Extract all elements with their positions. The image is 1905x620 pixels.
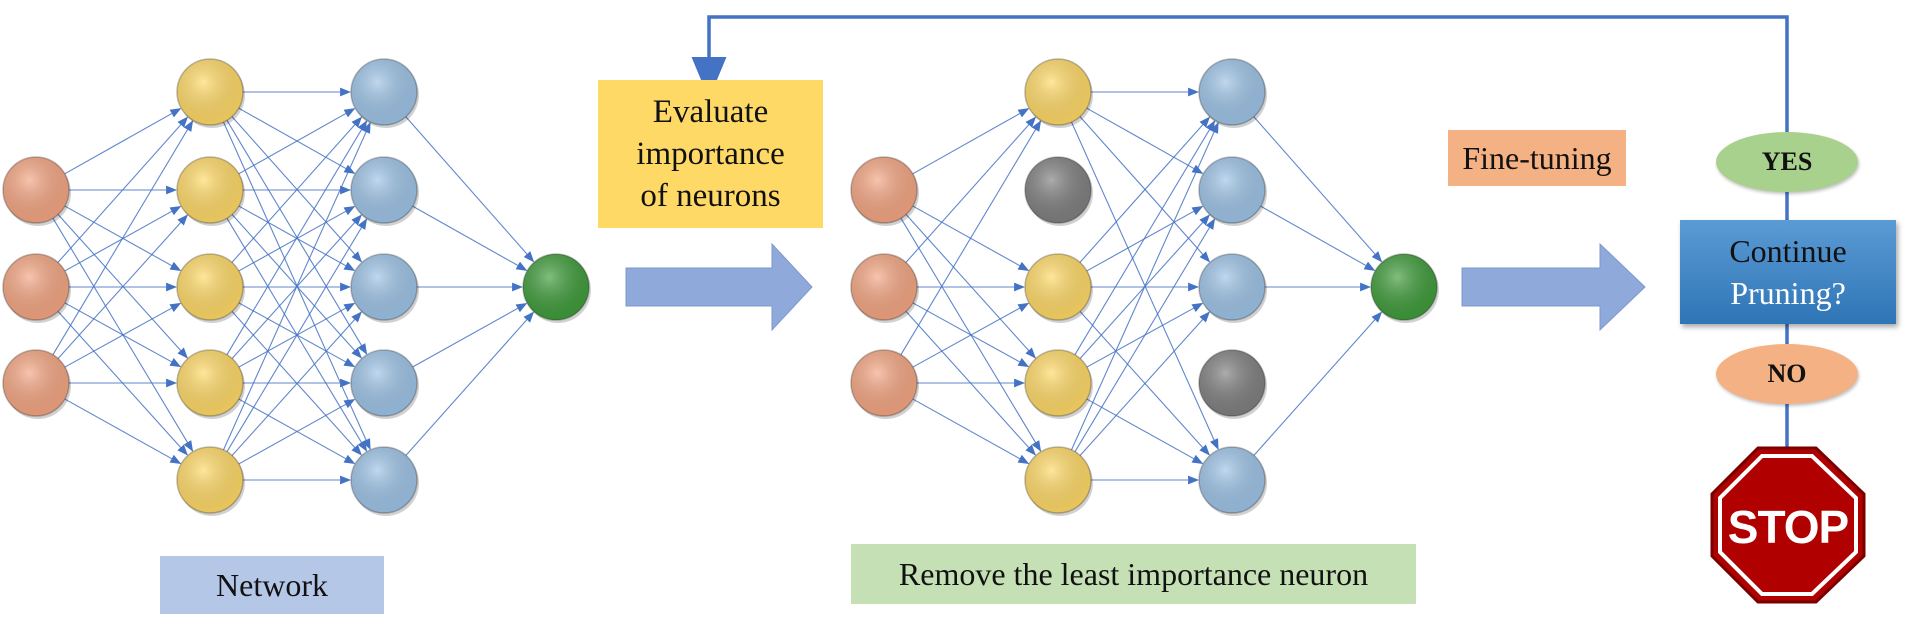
evaluate-arrow xyxy=(625,242,813,332)
original-hidden2-neuron xyxy=(350,253,419,323)
evaluate-line-2: importance xyxy=(636,136,785,172)
evaluate-importance-box: Evaluate importance of neurons xyxy=(598,80,823,228)
pruned-connection xyxy=(1079,311,1210,456)
original-hidden1-neuron xyxy=(176,446,245,516)
original-output-neuron xyxy=(522,253,591,323)
original-connection xyxy=(238,399,356,465)
pruned-hidden2-neuron xyxy=(1198,156,1267,226)
original-hidden1-neuron xyxy=(176,349,245,419)
pruned-hidden2-neuron xyxy=(1198,58,1267,128)
pruned-removed-neuron xyxy=(1198,349,1267,419)
pruned-connection xyxy=(905,214,1036,359)
pruned-input-neuron xyxy=(850,156,919,226)
pruned-connection xyxy=(1074,218,1216,452)
decision-line-1: Continue xyxy=(1729,233,1847,269)
original-connection xyxy=(412,205,528,271)
network-label: Network xyxy=(160,556,384,614)
pruned-network xyxy=(850,58,1439,516)
stop-sign-text: STOP xyxy=(1727,501,1849,553)
pruned-connection xyxy=(1253,311,1383,456)
pruned-connection xyxy=(912,108,1030,175)
original-hidden2-neuron xyxy=(350,446,419,516)
original-connection xyxy=(64,398,182,464)
yes-oval: YES xyxy=(1716,132,1858,192)
remove-neuron-label: Remove the least importance neuron xyxy=(851,544,1416,604)
pruned-connection xyxy=(1074,120,1216,355)
pruned-connection xyxy=(900,120,1042,355)
evaluate-line-3: of neurons xyxy=(640,178,781,214)
original-connection xyxy=(412,303,528,368)
pruned-input-neuron xyxy=(850,349,919,419)
original-connection xyxy=(64,302,182,368)
pruned-input-neuron xyxy=(850,253,919,323)
pruned-connection xyxy=(1071,122,1219,451)
original-connection xyxy=(231,311,362,456)
feedback-loop-arrow xyxy=(691,15,1789,132)
pruned-hidden1-neuron xyxy=(1024,446,1093,516)
original-connections xyxy=(52,87,535,485)
original-connection xyxy=(57,214,188,359)
pruned-connection xyxy=(1086,398,1204,464)
original-connection xyxy=(226,120,368,355)
pruned-hidden2-neuron xyxy=(1198,253,1267,323)
original-connection xyxy=(223,122,371,451)
pruned-connections xyxy=(900,87,1383,485)
pruned-hidden2-neuron xyxy=(1198,446,1267,516)
original-connection xyxy=(64,108,182,175)
original-connection xyxy=(226,218,368,452)
fine-tuning-label: Fine-tuning xyxy=(1448,130,1626,186)
original-connection xyxy=(238,108,356,175)
original-input-neuron xyxy=(2,253,71,323)
original-connection xyxy=(405,116,535,263)
stop-sign xyxy=(1710,446,1866,604)
pruned-hidden1-neuron xyxy=(1024,58,1093,128)
original-hidden1-neuron xyxy=(176,253,245,323)
original-connection xyxy=(405,311,535,456)
decision-line-2: Pruning? xyxy=(1730,275,1846,311)
original-hidden2-neuron xyxy=(350,58,419,128)
original-connection xyxy=(231,116,363,263)
original-input-neuron xyxy=(2,349,71,419)
evaluate-line-1: Evaluate xyxy=(652,94,769,130)
pruned-output-neuron xyxy=(1370,253,1439,323)
original-network xyxy=(2,58,591,516)
fine-tuning-arrow xyxy=(1461,242,1646,332)
original-connection xyxy=(52,120,194,355)
pruned-connection xyxy=(905,116,1037,263)
original-connection xyxy=(57,116,189,263)
pruned-connection xyxy=(1086,107,1204,174)
pruned-connection xyxy=(1079,116,1211,263)
original-hidden1-neuron xyxy=(176,58,245,128)
pruned-removed-neuron xyxy=(1024,156,1093,226)
pruned-connection xyxy=(1253,116,1383,263)
pruned-hidden1-neuron xyxy=(1024,349,1093,419)
no-oval: NO xyxy=(1716,344,1858,404)
original-input-neuron xyxy=(2,156,71,226)
pruned-connection xyxy=(1260,205,1376,271)
original-hidden2-neuron xyxy=(350,349,419,419)
original-hidden1-neuron xyxy=(176,156,245,226)
original-hidden2-neuron xyxy=(350,156,419,226)
pruned-hidden1-neuron xyxy=(1024,253,1093,323)
pruned-connection xyxy=(912,302,1030,368)
pruned-connection xyxy=(912,398,1030,464)
continue-pruning-box: Continue Pruning? xyxy=(1680,220,1896,324)
